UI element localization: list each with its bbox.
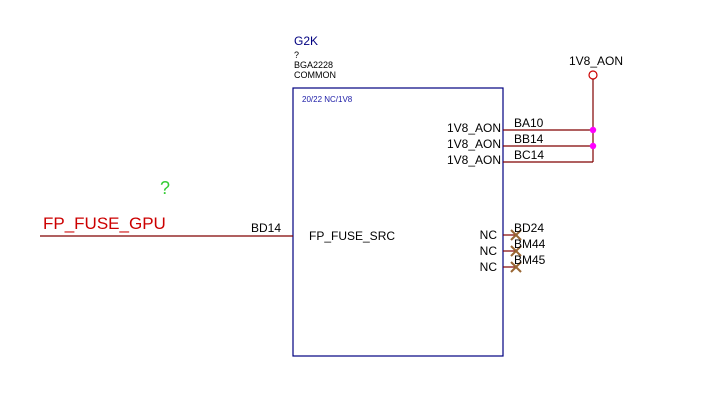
component-section-label: 20/22 NC/1V8 — [302, 95, 353, 104]
component-value: ? — [294, 50, 299, 60]
component-group: COMMON — [294, 70, 336, 80]
pin-number-bm45: BM45 — [514, 253, 546, 267]
pin-number-ba10: BA10 — [514, 116, 544, 130]
pin-name-ba10: 1V8_AON — [447, 121, 501, 135]
pin-name-bm44: NC — [480, 244, 498, 258]
pin-number-bb14: BB14 — [514, 132, 544, 146]
power-symbol-label: 1V8_AON — [569, 54, 623, 68]
pin-number-bm44: BM44 — [514, 237, 546, 251]
pin-number-bc14: BC14 — [514, 148, 544, 162]
component-body[interactable] — [292, 87, 504, 357]
pin-name-bm45: NC — [480, 260, 498, 274]
component-package: BGA2228 — [294, 60, 333, 70]
junction-dot-icon — [589, 142, 597, 150]
pin-name-bd24: NC — [480, 228, 498, 242]
pin-number-bd14: BD14 — [251, 221, 281, 235]
pin-name-bb14: 1V8_AON — [447, 137, 501, 151]
no-connect-x-icon — [510, 229, 522, 241]
pin-name-bc14: 1V8_AON — [447, 153, 501, 167]
question-mark-annotation: ? — [160, 178, 170, 198]
pin-name-fp-fuse-src: FP_FUSE_SRC — [309, 229, 395, 243]
junction-dot-icon — [589, 126, 597, 134]
power-symbol-circle-icon[interactable] — [588, 70, 598, 80]
no-connect-x-icon — [510, 245, 522, 257]
pin-number-bd24: BD24 — [514, 221, 544, 235]
net-label-fp-fuse-gpu[interactable]: FP_FUSE_GPU — [43, 214, 166, 233]
no-connect-x-icon — [510, 261, 522, 273]
component-refdes: G2K — [294, 34, 318, 48]
